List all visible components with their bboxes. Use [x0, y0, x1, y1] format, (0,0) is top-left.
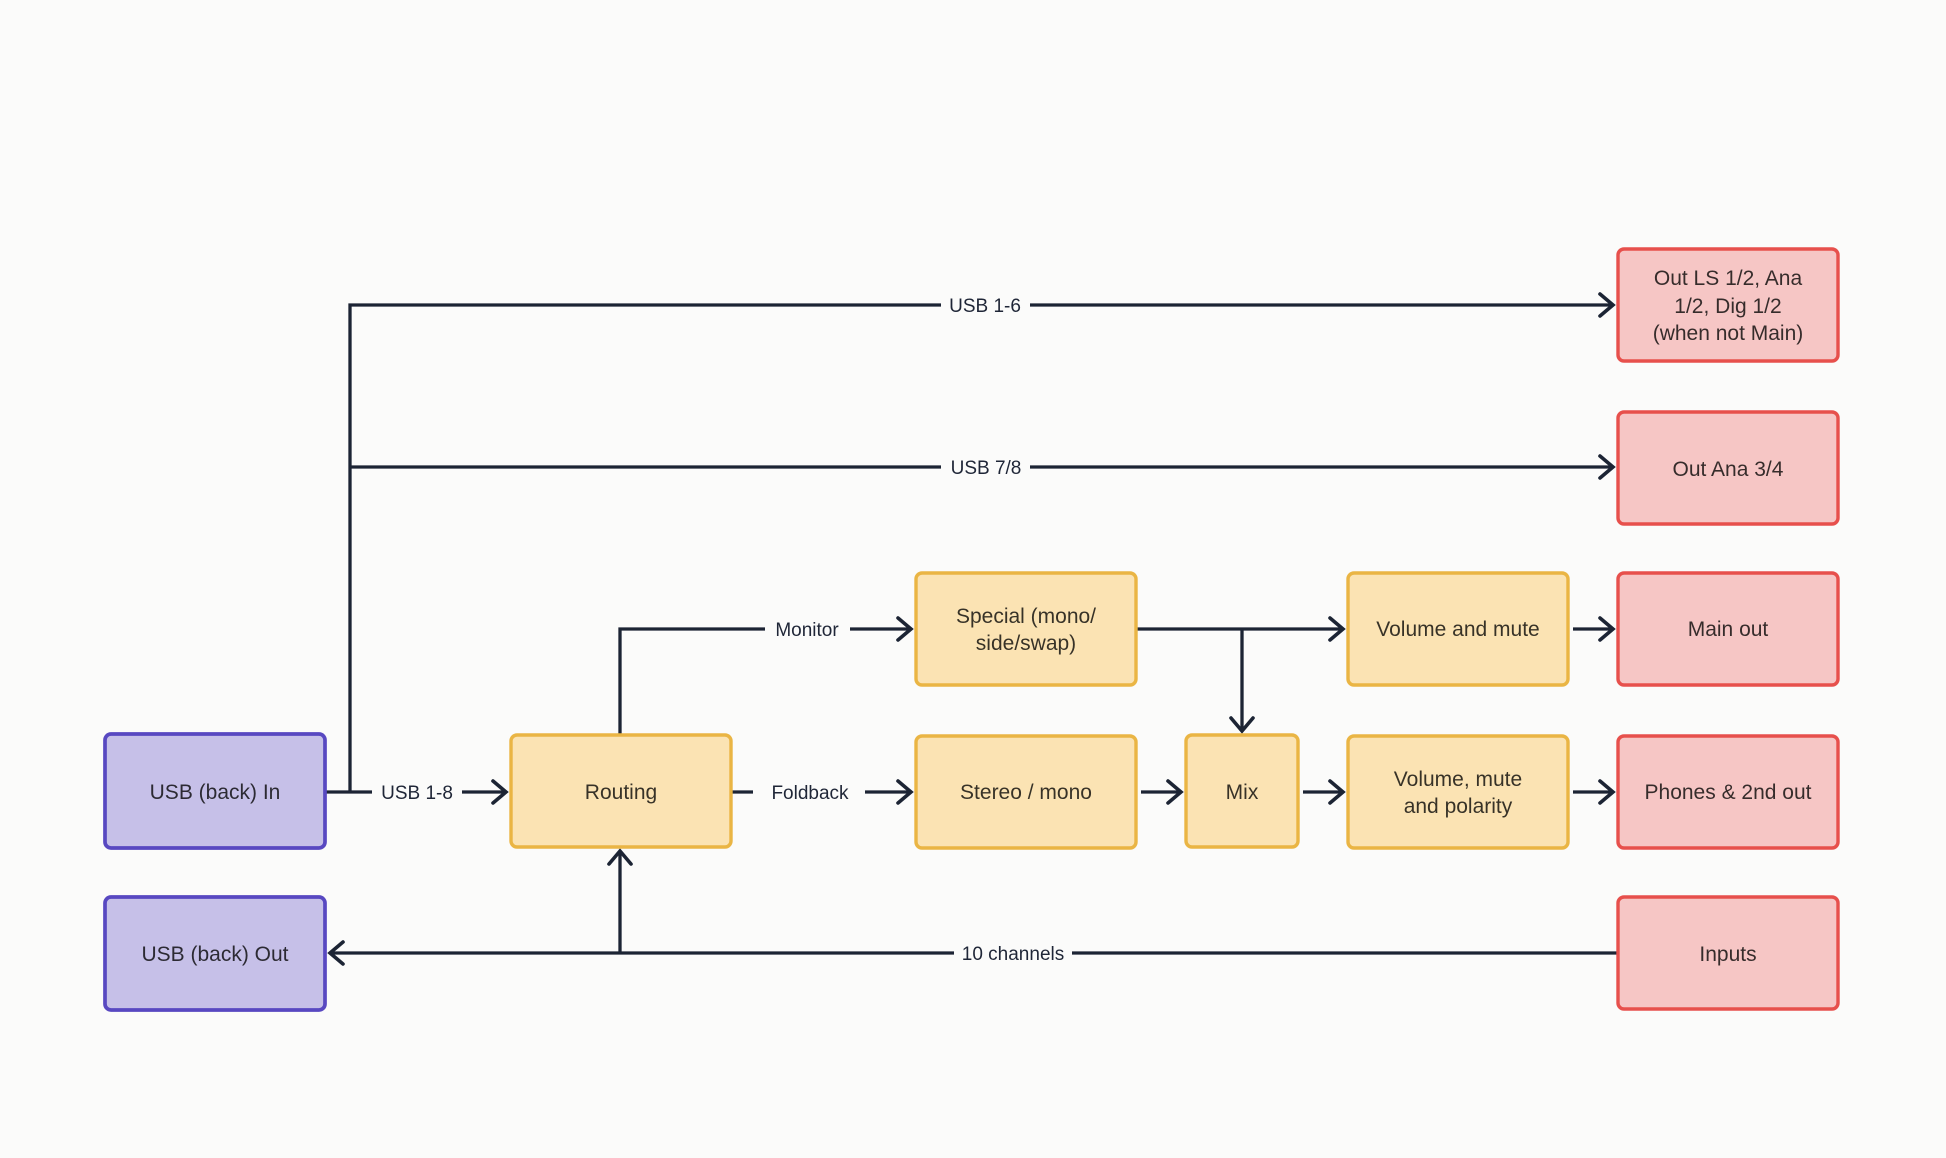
svg-text:Stereo / mono: Stereo / mono: [960, 781, 1092, 804]
svg-text:Inputs: Inputs: [1699, 943, 1756, 966]
svg-text:Volume, mute: Volume, mute: [1394, 768, 1522, 791]
svg-text:USB (back) In: USB (back) In: [150, 781, 281, 804]
svg-text:10 channels: 10 channels: [962, 944, 1064, 965]
svg-text:Main out: Main out: [1688, 618, 1769, 641]
svg-text:USB 1-8: USB 1-8: [381, 783, 453, 804]
svg-text:Out LS 1/2, Ana: Out LS 1/2, Ana: [1654, 267, 1803, 290]
svg-text:Routing: Routing: [585, 781, 657, 804]
svg-text:Volume and mute: Volume and mute: [1376, 618, 1539, 641]
svg-text:Foldback: Foldback: [771, 783, 849, 804]
svg-text:Phones & 2nd out: Phones & 2nd out: [1645, 781, 1812, 804]
svg-text:USB 7/8: USB 7/8: [951, 458, 1022, 479]
svg-text:and polarity: and polarity: [1404, 795, 1513, 818]
svg-text:Out Ana 3/4: Out Ana 3/4: [1673, 458, 1784, 481]
svg-text:USB 1-6: USB 1-6: [949, 296, 1021, 317]
svg-text:Monitor: Monitor: [775, 620, 839, 641]
svg-text:side/swap): side/swap): [976, 632, 1076, 655]
svg-text:Special (mono/: Special (mono/: [956, 605, 1096, 628]
svg-text:Mix: Mix: [1226, 781, 1259, 804]
svg-text:1/2, Dig 1/2: 1/2, Dig 1/2: [1674, 295, 1781, 318]
svg-text:(when not Main): (when not Main): [1653, 322, 1804, 345]
svg-text:USB (back) Out: USB (back) Out: [141, 943, 288, 966]
